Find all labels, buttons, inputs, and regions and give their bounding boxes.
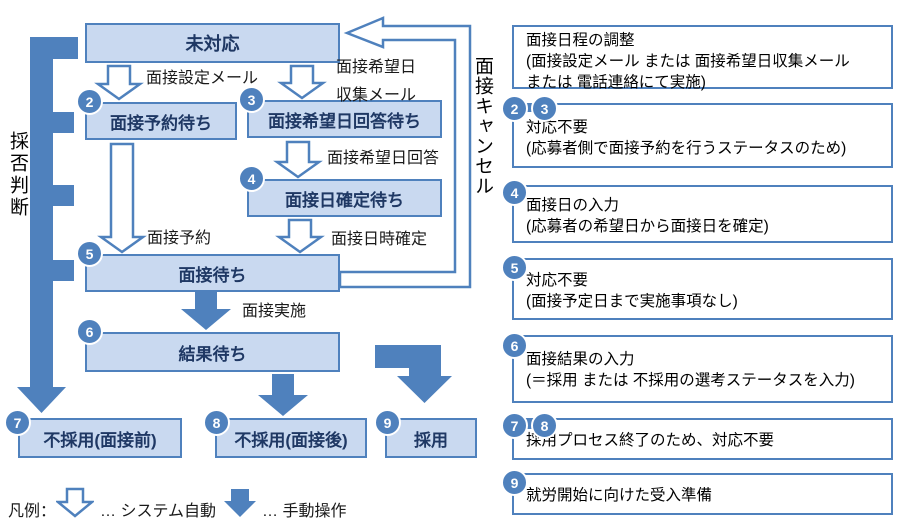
note-badge-7: 7	[501, 412, 528, 439]
note-line: (＝採用 または 不採用の選考ステータスを入力)	[526, 372, 855, 389]
arrow-setup-mail	[94, 64, 144, 101]
step-badge-2: 2	[76, 88, 103, 115]
flow-connectors	[17, 16, 472, 416]
arrow-collect-mail	[277, 64, 327, 100]
status-box-waiting-hope-day-reply: 面接希望日回答待ち	[247, 100, 442, 138]
note-box-9: 就労開始に向けた受入準備	[512, 473, 893, 515]
arrow-interview-reserve	[97, 142, 147, 254]
note-line: 採用プロセス終了のため、対応不要	[526, 432, 775, 449]
edge-label-datetime-fixed: 面接日時確定	[331, 231, 428, 248]
note-line: (応募者側で面接予約を行うステータスのため)	[526, 140, 847, 157]
legend-manual-label: … 手動操作	[262, 503, 347, 520]
status-box-waiting-interview: 面接待ち	[85, 254, 340, 292]
status-box-untouched: 未対応	[85, 23, 340, 63]
arrow-to-rejected-after	[258, 374, 308, 416]
reject-decision-arrow	[17, 37, 78, 413]
note-line: 面接結果の入力	[526, 351, 635, 368]
legend-system-auto-label: … システム自動	[100, 503, 216, 520]
note-badge-2: 2	[501, 95, 528, 122]
step-badge-6: 6	[76, 318, 103, 345]
note-line: (面接予定日まで実施事項なし)	[526, 293, 738, 310]
status-box-waiting-result: 結果待ち	[85, 332, 340, 372]
system-auto-arrow-icon	[56, 487, 94, 518]
note-badge-5: 5	[501, 254, 528, 281]
step-badge-7: 7	[4, 409, 31, 436]
edge-label-collect-mail-1: 面接希望日	[336, 59, 417, 76]
manual-arrow-icon	[224, 489, 256, 517]
legend-title: 凡例：	[8, 503, 57, 520]
status-box-rejected-before: 不採用(面接前)	[18, 418, 182, 458]
note-box-5: 対応不要 (面接予定日まで実施事項なし)	[512, 258, 893, 320]
status-box-waiting-reservation: 面接予約待ち	[85, 102, 237, 140]
note-badge-4: 4	[501, 179, 528, 206]
note-line: 対応不要	[526, 272, 589, 289]
edge-label-collect-mail-2: 収集メール	[336, 87, 417, 104]
step-badge-3: 3	[238, 86, 265, 113]
note-badge-9: 9	[501, 469, 528, 496]
arrow-datetime-fixed	[275, 218, 325, 254]
note-line: 就労開始に向けた受入準備	[526, 487, 713, 504]
step-badge-9: 9	[374, 409, 401, 436]
step-badge-4: 4	[238, 165, 265, 192]
badge-connector	[515, 420, 545, 429]
step-badge-5: 5	[76, 240, 103, 267]
note-line: または 電話連絡にて実施)	[526, 74, 706, 91]
edge-label-setup-mail: 面接設定メール	[146, 70, 259, 87]
note-line: (応募者の希望日から面接日を確定)	[526, 218, 769, 235]
edge-label-interview-reserve: 面接予約	[147, 230, 212, 247]
note-line: (面接設定メール または 面接希望日収集メール	[526, 53, 850, 70]
note-line: 面接日程の調整	[526, 32, 635, 49]
edge-label-interview-conduct: 面接実施	[242, 303, 307, 320]
step-badge-8: 8	[203, 409, 230, 436]
side-label-interview-cancel: 面接キャンセル	[472, 56, 493, 196]
note-badge-8: 8	[531, 412, 558, 439]
badge-connector	[515, 103, 545, 112]
arrow-hope-day-reply	[273, 140, 323, 179]
note-line: 対応不要	[526, 119, 589, 136]
status-box-rejected-after: 不採用(面接後)	[215, 418, 367, 458]
note-box-6: 面接結果の入力 (＝採用 または 不採用の選考ステータスを入力)	[512, 335, 893, 403]
note-box-schedule: 面接日程の調整 (面接設定メール または 面接希望日収集メール または 電話連絡…	[512, 25, 893, 91]
note-badge-6: 6	[501, 332, 528, 359]
edge-label-hope-day-reply: 面接希望日回答	[327, 150, 440, 167]
status-box-waiting-date-fix: 面接日確定待ち	[247, 179, 442, 217]
note-box-2-3: 対応不要 (応募者側で面接予約を行うステータスのため)	[512, 103, 893, 168]
note-box-4: 面接日の入力 (応募者の希望日から面接日を確定)	[512, 185, 893, 243]
note-box-7-8: 採用プロセス終了のため、対応不要	[512, 418, 893, 460]
arrow-interview-conduct	[181, 292, 231, 330]
arrow-to-hired	[375, 345, 452, 403]
note-badge-3: 3	[531, 95, 558, 122]
note-line: 面接日の入力	[526, 197, 620, 214]
interview-cancel-loop-arrow	[338, 16, 472, 289]
side-label-accept-reject: 採否判断	[7, 131, 28, 219]
